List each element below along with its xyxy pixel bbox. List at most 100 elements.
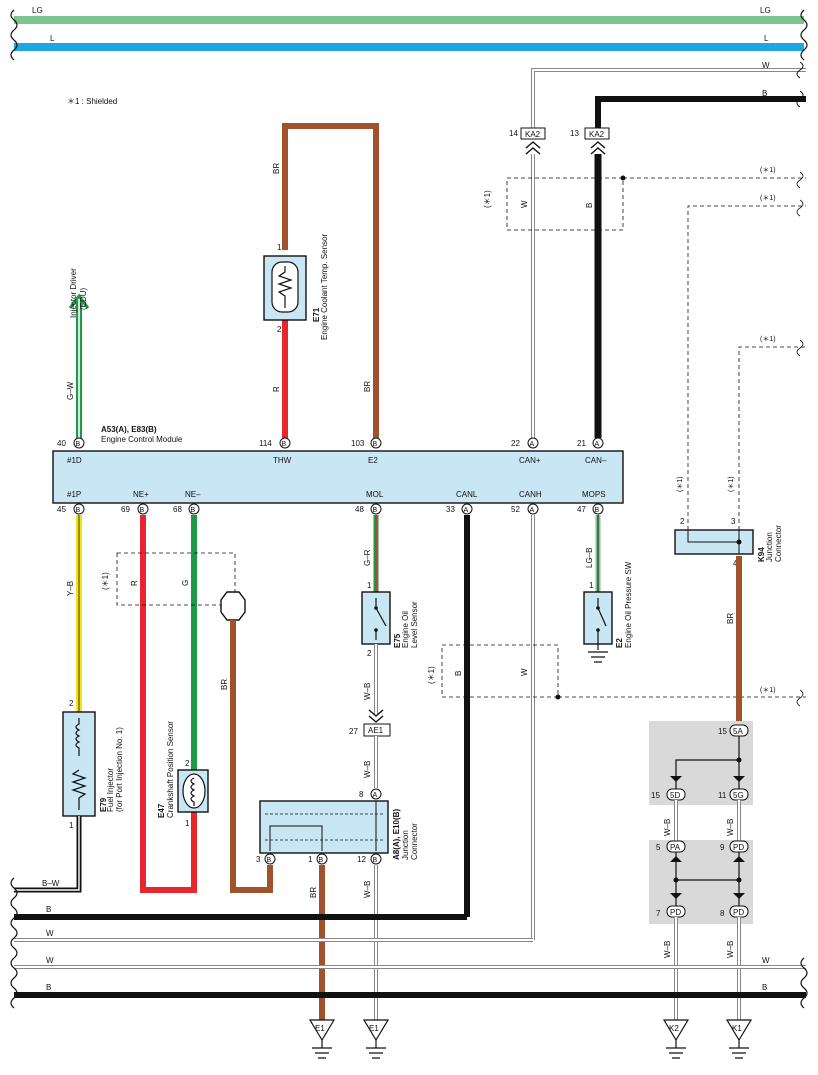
ecm-label-1d: #1D [67, 456, 82, 465]
top-buses: LG LG L L W B [10, 6, 808, 128]
ecm-box [52, 450, 624, 504]
ecm-pin-22: 22 [511, 439, 520, 448]
bus-l [14, 43, 804, 51]
j-a8-pin-12: 12 [357, 855, 366, 864]
k94-line2: Connector [774, 525, 783, 562]
wire-r-ne-plus [140, 515, 197, 893]
splice-wire-4: W–B [726, 941, 735, 958]
ecm-label-ne-minus: NE– [185, 490, 201, 499]
svg-text:B: B [191, 507, 196, 514]
ae1-wire: W–B [363, 761, 372, 778]
ground-k1: K1 [725, 1019, 753, 1059]
splice-mid-conn-1: 5D [670, 791, 680, 800]
e47-crank-sensor: (＊1) R G BR 2 1 E47 Crankshaft Position … [101, 515, 273, 893]
ka2-wire-b: B [585, 203, 594, 208]
e79-line2: (for Port Injection No. 1) [115, 727, 124, 812]
wire-br-e2 [282, 123, 379, 438]
svg-text:B: B [319, 857, 324, 864]
splice-top-num: 15 [718, 727, 727, 736]
canl-wire-b: B [454, 671, 463, 676]
svg-text:B: B [282, 441, 287, 448]
splice-low-num-2: 9 [720, 843, 725, 852]
svg-text:B: B [595, 507, 600, 514]
ecm-pin-103: 103 [351, 439, 365, 448]
e71-pin1: 1 [277, 243, 282, 252]
splice-bot-conn-2: PD [733, 908, 744, 917]
e47-shield [116, 552, 236, 606]
ecm-pin-40: 40 [57, 439, 66, 448]
bus-lg [14, 16, 804, 24]
e2-name: Engine Oil Pressure SW [624, 561, 633, 648]
bottom-buses: B W W W B B [10, 877, 808, 1009]
e75-oil-level-sensor: G–R 1 2 E75 Engine Oil Level Sensor W–B … [349, 515, 419, 788]
splice-bot-conn-1: PD [670, 908, 681, 917]
e47-wire-br: BR [220, 679, 229, 690]
ka2-connector: 14 KA2 13 KA2 (＊1) W B (＊1) [483, 127, 806, 438]
bus-bottom-b-label: B [46, 905, 51, 914]
j-a8-pin-1: 1 [308, 855, 313, 864]
ground-label-1: E1 [315, 1024, 325, 1033]
e75-wire-top: G–R [363, 549, 372, 566]
k94-ref: K94 [757, 547, 766, 562]
ecm-name: Engine Control Module [101, 435, 183, 444]
ecm-label-mops: MOPS [582, 490, 606, 499]
k94-wire: BR [726, 613, 735, 624]
shield-splice-icon [220, 591, 246, 621]
canl-canh-shield: (＊1) B W (＊1) [427, 515, 806, 940]
ecm-label-e2: E2 [368, 456, 378, 465]
shield-tag-1: (＊1) [760, 167, 776, 174]
svg-text:B: B [373, 507, 378, 514]
ecm-label-canl: CANL [456, 490, 478, 499]
e79-pin2: 1 [69, 821, 74, 830]
ecm-pin-45: 45 [57, 505, 66, 514]
ecm-label-can-plus: CAN+ [519, 456, 541, 465]
ka2-w-conn: KA2 [525, 130, 541, 139]
k94-junction: (＊1) (＊1) (＊1) (＊1) 2 3 4 K94 Junction C… [674, 195, 806, 724]
bus-bottom-b2-label-left: B [46, 983, 51, 992]
e79-fuel-injector: Y–B 2 1 E79 Fuel Injector (for Port Inje… [14, 515, 124, 893]
e79-wire: Y–B [66, 581, 75, 596]
e79-pin1: 2 [69, 699, 74, 708]
svg-text:B: B [267, 857, 272, 864]
ae1-pin: 27 [349, 727, 358, 736]
ground-label-2: E1 [369, 1024, 379, 1033]
e79-ref: E79 [99, 797, 108, 812]
e75-pin1: 1 [367, 581, 372, 590]
e75-wire-bottom: W–B [363, 683, 372, 700]
ground-k2: K2 [662, 1019, 690, 1059]
splice-wire-1: W–B [663, 819, 672, 836]
injector-driver-wire: G–W [66, 381, 75, 400]
j-a8-line1: Junction [401, 830, 410, 860]
k94-pin2: 2 [680, 517, 685, 526]
bus-lg-label-left: LG [32, 6, 43, 15]
bus-bottom-b2-label-right: B [762, 983, 767, 992]
ka2-wire-w: W [520, 200, 529, 208]
e2-oil-pressure-switch: LG–B 1 E2 Engine Oil Pressure SW [583, 515, 633, 663]
injector-driver-line2: (EDU) [79, 287, 88, 310]
e47-wire-r: R [130, 580, 139, 586]
ka2-shield [506, 177, 624, 231]
ecm-label-ne-plus: NE+ [133, 490, 149, 499]
k94-pin3: 3 [731, 517, 736, 526]
e47-pin1: 2 [185, 759, 190, 768]
wire-br-e47 [230, 620, 273, 893]
e71-name: Engine Coolant Temp. Sensor [320, 234, 329, 340]
ecm-ref: A53(A), E83(B) [101, 425, 157, 434]
e79-wire-out: B–W [42, 879, 60, 888]
splice-wire-3: W–B [663, 941, 672, 958]
e47-wire-g: G [181, 580, 190, 586]
e2-wire: LG–B [585, 548, 594, 568]
shield-tag-4: (＊1) [760, 687, 776, 694]
ecm-label-can-minus: CAN– [585, 456, 607, 465]
splice-bot-num-2: 8 [720, 909, 725, 918]
ground-icon [729, 1040, 749, 1059]
e75-pin2: 2 [367, 649, 372, 658]
ka2-pin-b-num: 13 [570, 129, 579, 138]
e75-line2: Level Sensor [410, 601, 419, 648]
arrow-up-icon [68, 293, 90, 309]
ecm-pin-52: 52 [511, 505, 520, 514]
splice-wire-2: W–B [726, 819, 735, 836]
wire-b-ka2 [595, 96, 806, 128]
e2-ref: E2 [615, 638, 624, 648]
k94-shield-a: (＊1) [677, 476, 684, 492]
